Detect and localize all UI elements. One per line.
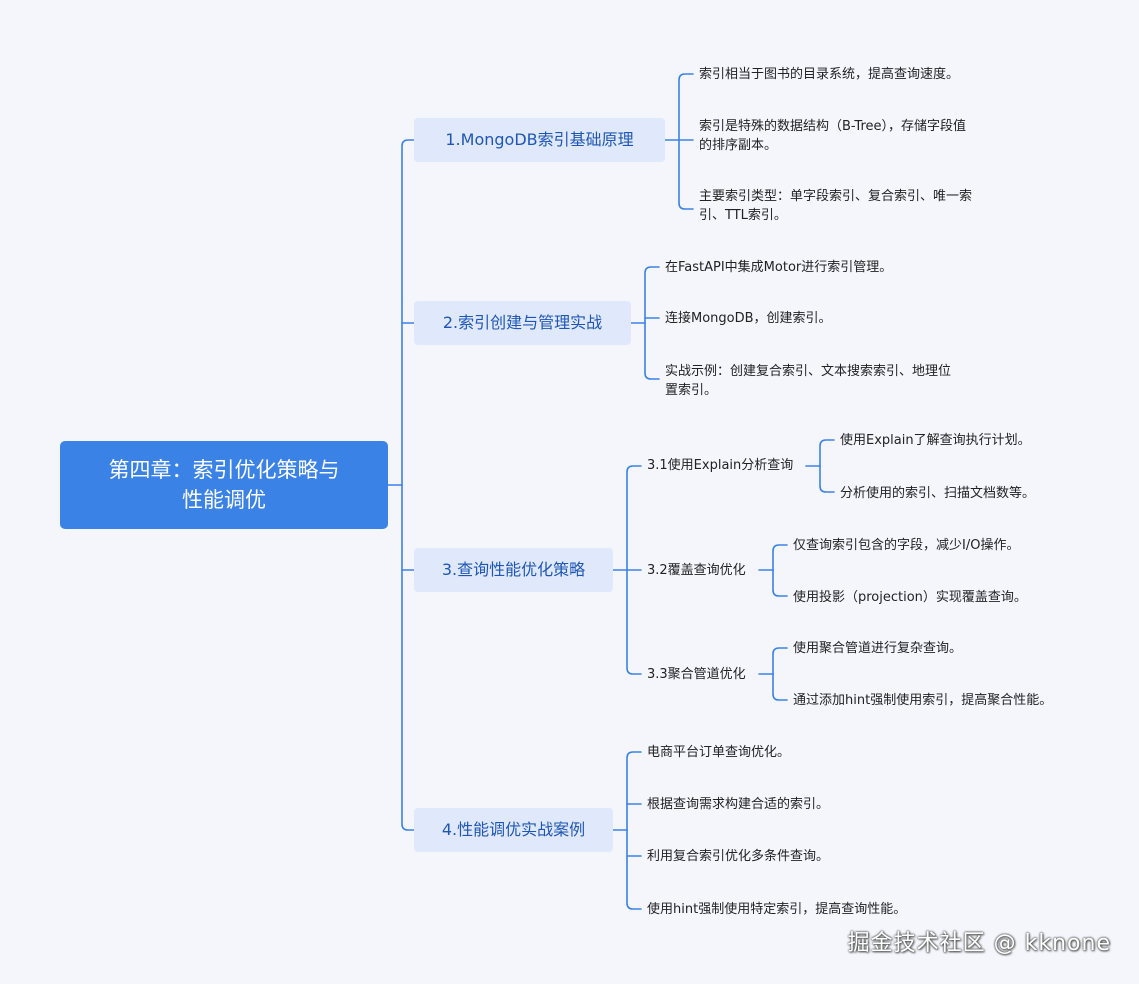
- leaf-node[interactable]: 连接MongoDB，创建索引。: [665, 311, 832, 326]
- connector-line: [644, 266, 660, 324]
- connector-line: [644, 322, 660, 380]
- leaf-node[interactable]: 使用hint强制使用特定索引，提高查询性能。: [647, 902, 907, 917]
- branch-node-1[interactable]: 1.MongoDB索引基础原理: [414, 118, 665, 162]
- connector-line: [772, 673, 788, 701]
- branch-node-3[interactable]: 3.查询性能优化策略: [414, 548, 613, 592]
- leaf-node[interactable]: 索引相当于图书的目录系统，提高查询速度。: [699, 67, 960, 82]
- leaf-node[interactable]: 使用Explain了解查询执行计划。: [840, 433, 1031, 448]
- connector-line: [678, 139, 694, 210]
- leaf-node[interactable]: 实战示例：创建复合索引、文本搜索索引、地理位置索引。: [665, 364, 952, 398]
- leaf-node[interactable]: 根据查询需求构建合适的索引。: [647, 797, 830, 812]
- leaf-node[interactable]: 通过添加hint强制使用索引，提高聚合性能。: [793, 693, 1053, 708]
- connector-line: [401, 484, 415, 831]
- root-title: 第四章：索引优化策略与性能调优: [108, 458, 340, 512]
- watermark: 掘金技术社区 @ kknone: [847, 931, 1111, 956]
- leaf-node[interactable]: 仅查询索引包含的字段，减少I/O操作。: [793, 538, 1020, 553]
- connector-line: [819, 465, 835, 493]
- connector-line: [772, 569, 788, 597]
- leaf-node[interactable]: 索引是特殊的数据结构（B-Tree），存储字段值的排序副本。: [699, 119, 967, 153]
- connector-line: [626, 829, 642, 910]
- leaf-node[interactable]: 利用复合索引优化多条件查询。: [647, 849, 830, 864]
- leaf-node[interactable]: 使用聚合管道进行复杂查询。: [793, 641, 963, 656]
- connector-line: [626, 569, 642, 675]
- branch-label: 2.索引创建与管理实战: [442, 313, 603, 332]
- leaf-node[interactable]: 在FastAPI中集成Motor进行索引管理。: [665, 260, 893, 275]
- connector-line: [401, 139, 415, 486]
- branch-label: 1.MongoDB索引基础原理: [445, 130, 634, 149]
- branch-node-2[interactable]: 2.索引创建与管理实战: [414, 301, 631, 345]
- connector-line: [772, 647, 788, 675]
- connector-line: [678, 73, 694, 141]
- connector-line: [626, 465, 642, 571]
- branch-label: 3.查询性能优化策略: [441, 560, 586, 579]
- sub-branch-node[interactable]: 3.3聚合管道优化: [647, 667, 746, 682]
- leaf-node[interactable]: 使用投影（projection）实现覆盖查询。: [793, 590, 1027, 605]
- connector-line: [626, 751, 642, 831]
- leaf-node[interactable]: 主要索引类型：单字段索引、复合索引、唯一索引、TTL索引。: [699, 189, 973, 223]
- leaf-node[interactable]: 电商平台订单查询优化。: [647, 745, 791, 760]
- branch-label: 4.性能调优实战案例: [441, 820, 586, 839]
- connector-line: [819, 439, 835, 467]
- root-node[interactable]: 第四章：索引优化策略与性能调优: [60, 441, 388, 529]
- branch-node-4[interactable]: 4.性能调优实战案例: [414, 808, 613, 852]
- leaf-node[interactable]: 分析使用的索引、扫描文档数等。: [840, 486, 1036, 501]
- sub-branch-node[interactable]: 3.2覆盖查询优化: [647, 563, 746, 578]
- sub-branch-node[interactable]: 3.1使用Explain分析查询: [647, 458, 794, 473]
- connector-line: [772, 544, 788, 571]
